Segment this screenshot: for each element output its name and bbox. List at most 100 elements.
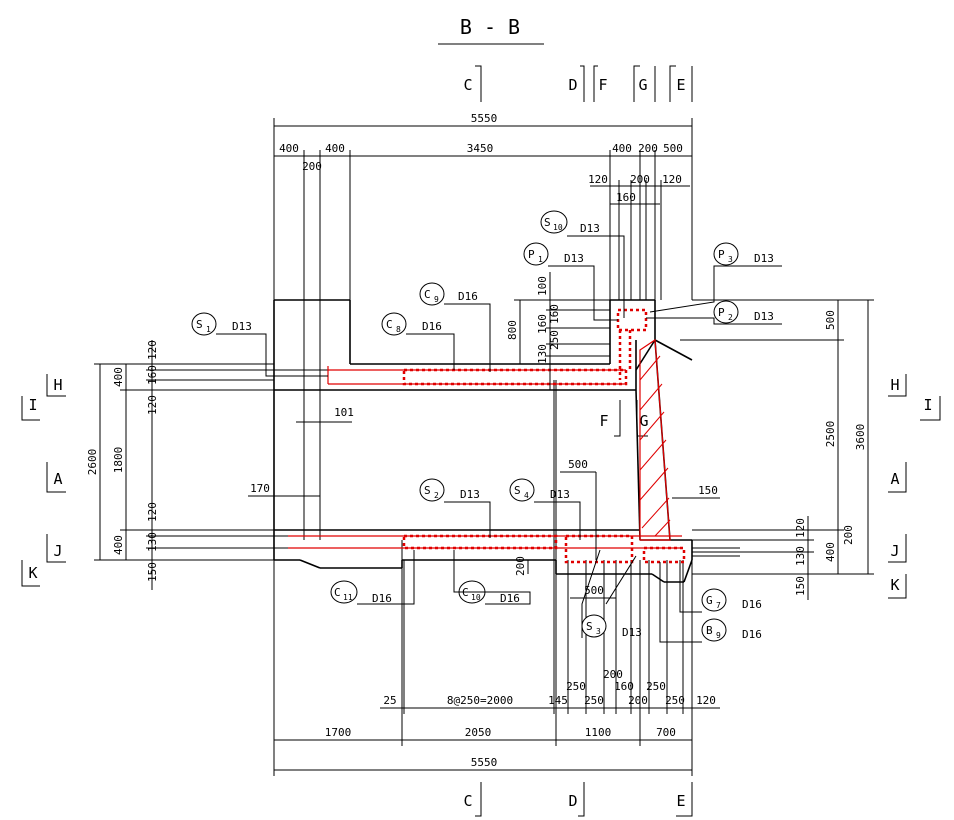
svg-text:S: S	[196, 318, 203, 331]
svg-text:120: 120	[146, 340, 159, 360]
cut-mark-e-top: E	[669, 65, 693, 102]
cut-mark-j-left: J	[53, 542, 62, 560]
svg-text:G: G	[706, 594, 713, 607]
svg-text:10: 10	[553, 223, 563, 232]
svg-text:G: G	[638, 76, 647, 94]
svg-text:2: 2	[728, 313, 733, 322]
svg-text:8@250=2000: 8@250=2000	[447, 694, 513, 707]
svg-text:200: 200	[628, 694, 648, 707]
svg-text:D16: D16	[500, 592, 520, 605]
svg-text:150: 150	[794, 576, 807, 596]
svg-text:D16: D16	[372, 592, 392, 605]
svg-text:500: 500	[663, 142, 683, 155]
svg-text:9: 9	[434, 295, 439, 304]
svg-text:400: 400	[112, 535, 125, 555]
svg-text:150: 150	[698, 484, 718, 497]
callout-s1: S 1 D13	[191, 312, 328, 377]
svg-text:1: 1	[538, 255, 543, 264]
section-marks-right: H I A J K	[888, 374, 941, 599]
rebar-bottom-corner	[642, 546, 686, 564]
haunch-region	[639, 338, 671, 541]
svg-text:250: 250	[646, 680, 666, 693]
svg-text:150: 150	[146, 562, 159, 582]
stirrups-bottom-slab	[402, 534, 558, 550]
svg-text:C: C	[463, 76, 472, 94]
svg-text:D: D	[568, 76, 577, 94]
svg-text:D13: D13	[460, 488, 480, 501]
callout-c10: C 10 D16	[453, 550, 531, 605]
cut-mark-c-top: C	[463, 65, 482, 102]
cut-mark-j-right: J	[890, 542, 899, 560]
cut-mark-k-right: K	[890, 576, 899, 594]
svg-text:250: 250	[566, 680, 586, 693]
svg-text:400: 400	[325, 142, 345, 155]
svg-text:2: 2	[434, 491, 439, 500]
svg-text:S: S	[544, 216, 551, 229]
svg-text:S: S	[424, 484, 431, 497]
callout-b9: B 9 D16	[659, 562, 762, 643]
svg-text:9: 9	[716, 631, 721, 640]
svg-text:120: 120	[794, 518, 807, 538]
svg-text:8: 8	[396, 325, 401, 334]
svg-text:160: 160	[146, 365, 159, 385]
rebar-callouts: S 1 D13 C 9 D16 C 8 D16 S 10 D13	[191, 210, 782, 643]
svg-text:3600: 3600	[854, 424, 867, 451]
dimensions-top: 5550 400 200 400 3450 400 200 500 120 20…	[273, 112, 693, 540]
cut-mark-d-bottom: D	[568, 782, 585, 817]
cut-mark-i-right: I	[923, 396, 932, 414]
dimensions-left: 2600 1800 400 400 120 160 120 120 130 15…	[86, 340, 274, 590]
svg-text:120: 120	[588, 173, 608, 186]
svg-text:D16: D16	[742, 598, 762, 611]
svg-text:D13: D13	[622, 626, 642, 639]
callout-p2: P 2 D13	[646, 300, 782, 325]
svg-text:P: P	[528, 248, 535, 261]
svg-text:F: F	[598, 76, 607, 94]
callout-p1: P 1 D13	[523, 242, 618, 321]
svg-text:800: 800	[506, 320, 519, 340]
svg-text:2050: 2050	[465, 726, 492, 739]
svg-text:D13: D13	[564, 252, 584, 265]
callout-c8: C 8 D16	[381, 312, 455, 370]
svg-text:E: E	[676, 792, 685, 810]
svg-text:101: 101	[334, 406, 354, 419]
dimensions-right: 3600 500 2500 400 200 120 130 150	[680, 299, 874, 600]
svg-text:400: 400	[112, 367, 125, 387]
svg-text:D13: D13	[550, 488, 570, 501]
svg-text:130: 130	[536, 344, 549, 364]
svg-text:400: 400	[612, 142, 632, 155]
dim-total-top: 5550	[471, 112, 498, 125]
svg-text:2500: 2500	[824, 421, 837, 448]
callout-p3: P 3 D13	[649, 242, 782, 313]
callout-g7: G 7 D16	[679, 560, 762, 613]
svg-text:160: 160	[616, 191, 636, 204]
svg-text:1100: 1100	[585, 726, 612, 739]
svg-text:D16: D16	[458, 290, 478, 303]
svg-text:250: 250	[548, 330, 561, 350]
callout-s10: S 10 D13	[540, 210, 625, 318]
svg-text:P: P	[718, 248, 725, 261]
cut-mark-i-left: I	[28, 396, 37, 414]
svg-text:700: 700	[656, 726, 676, 739]
svg-text:145: 145	[548, 694, 568, 707]
svg-text:200: 200	[302, 160, 322, 173]
svg-text:120: 120	[146, 502, 159, 522]
cut-mark-f-mid: F	[599, 412, 608, 430]
cut-mark-k-left: K	[28, 564, 37, 582]
svg-text:D13: D13	[580, 222, 600, 235]
svg-text:200: 200	[514, 556, 527, 576]
svg-text:S: S	[586, 620, 593, 633]
svg-text:D13: D13	[754, 252, 774, 265]
dim-total-bottom: 5550	[471, 756, 498, 769]
svg-text:S: S	[514, 484, 521, 497]
svg-text:3: 3	[728, 255, 733, 264]
svg-text:400: 400	[824, 542, 837, 562]
svg-text:160: 160	[548, 304, 561, 324]
svg-text:100: 100	[536, 276, 549, 296]
section-marks-top: C D F G E	[463, 65, 693, 102]
callout-c9: C 9 D16	[419, 282, 491, 372]
svg-text:1700: 1700	[325, 726, 352, 739]
svg-text:C: C	[334, 586, 341, 599]
cut-mark-g-top: G	[633, 65, 656, 102]
section-marks-mid: F G	[599, 400, 649, 437]
svg-text:250: 250	[584, 694, 604, 707]
